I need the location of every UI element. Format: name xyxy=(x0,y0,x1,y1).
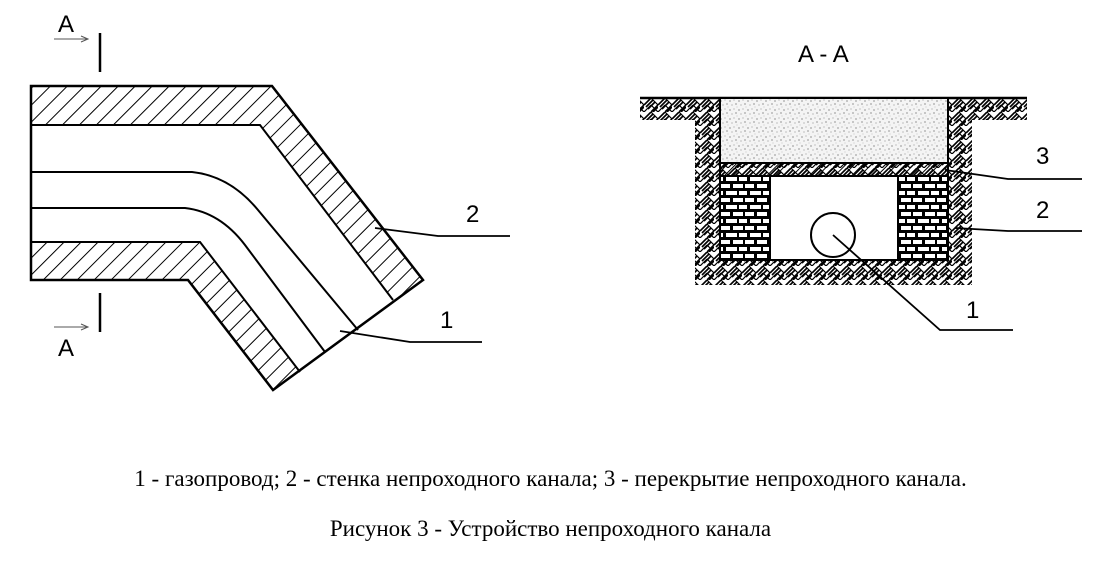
callout-1: 1 xyxy=(440,307,453,334)
channel-wall-top xyxy=(31,86,423,300)
brick-wall-right xyxy=(897,175,949,261)
section-label-top: A xyxy=(58,11,74,38)
leader-line-3 xyxy=(944,169,1082,180)
figure-caption: Рисунок 3 - Устройство непроходного кана… xyxy=(329,516,772,541)
leader-line-2 xyxy=(954,227,1082,232)
section-title: A - A xyxy=(798,41,849,68)
callout-3: 3 xyxy=(1036,143,1049,170)
section-label-bottom: A xyxy=(58,335,74,362)
channel-cover-slab xyxy=(719,162,949,177)
section-arrow-top-icon xyxy=(54,35,90,43)
channel-outline xyxy=(29,84,425,392)
brick-wall-left xyxy=(719,175,771,261)
plan-view: A A 2 1 xyxy=(29,11,510,392)
callout-1: 1 xyxy=(966,297,979,324)
leader-line-1 xyxy=(339,330,482,343)
channel-inner-top xyxy=(31,124,394,301)
leader-line-1 xyxy=(832,234,1013,331)
gas-pipe-upper-edge xyxy=(31,171,359,331)
section-arrow-bottom-icon xyxy=(54,323,90,331)
leader-line-2 xyxy=(374,227,510,237)
legend-caption: 1 - газопровод; 2 - стенка непроходного … xyxy=(134,466,967,491)
section-view: A - A 1 3 2 xyxy=(640,41,1082,331)
channel-inner-bottom xyxy=(31,241,301,373)
callout-2: 2 xyxy=(466,201,479,228)
callout-2: 2 xyxy=(1036,197,1049,224)
gas-pipe-lower-edge xyxy=(31,207,326,353)
sand-fill xyxy=(719,97,949,164)
